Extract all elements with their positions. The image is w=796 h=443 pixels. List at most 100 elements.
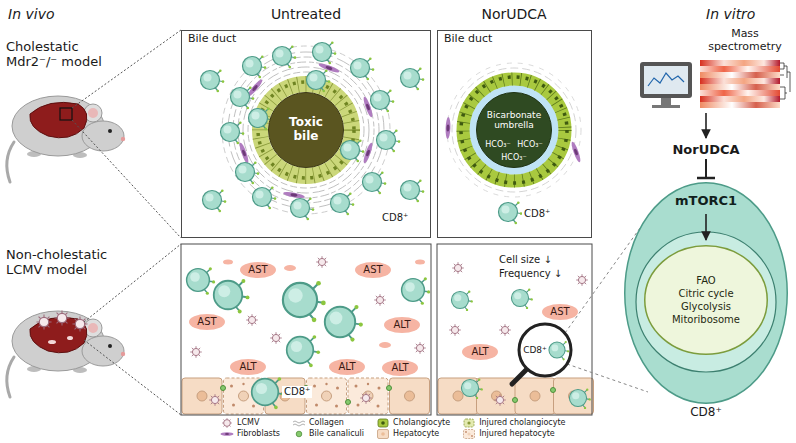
liver-injury-part [72, 316, 87, 331]
enzyme-oval-shape [355, 262, 391, 278]
bile-duct-untreated-part [331, 192, 355, 215]
mouse-cholestatic [7, 96, 125, 182]
liver-untreated-part [270, 332, 282, 344]
enzyme-oval-shape [230, 359, 266, 375]
model-label: Cholestatic Mdr2⁻/⁻ model [6, 40, 111, 70]
legend-icon-part [468, 421, 471, 424]
mass-spectrometry-icon-part [700, 102, 780, 108]
enzyme-oval-shape [462, 344, 498, 360]
activation-arrow [705, 214, 707, 240]
legend-icon-part [464, 419, 474, 427]
bile-duct-untreated [201, 41, 425, 220]
liver-untreated-part [325, 305, 363, 342]
liver-untreated-part [283, 281, 326, 322]
liver-untreated-part [374, 294, 386, 306]
liver-untreated-part [284, 265, 296, 271]
panel-border [438, 31, 592, 238]
bile-duct-untreated-part [351, 57, 375, 80]
enzyme-label: AST [550, 306, 569, 318]
enzyme-oval: AST [355, 262, 391, 278]
legend-item: Injured hepatocyte [462, 429, 565, 439]
legend-icon-part [465, 431, 467, 433]
bile-duct-untreated-part [260, 84, 352, 176]
enzyme-label: AST [363, 264, 382, 276]
liver-norudca-part [515, 378, 555, 414]
legend-icon [462, 429, 476, 439]
bile-duct-untreated-part [236, 161, 260, 184]
enzyme-label: AST [197, 316, 216, 328]
mass-spectrometry-icon-part [705, 113, 707, 138]
zoom-line [84, 340, 181, 415]
liver-untreated-part [402, 277, 431, 304]
cell-label: CD8⁺ [282, 386, 312, 398]
mass-spectrometry-icon-part [700, 84, 780, 90]
bile-duct-untreated-part [253, 186, 277, 209]
lumen-label: Toxic bile [279, 116, 333, 144]
column-heading: Untreated [271, 6, 341, 22]
legend: LCMVCollagenCholangiocyteInjured cholang… [220, 418, 566, 439]
enzyme-oval-shape [384, 317, 420, 333]
legend-icon-part [222, 418, 232, 428]
bile-duct-untreated-part [258, 82, 354, 178]
bile-duct-untreated-part [313, 41, 337, 64]
bile-duct-untreated-part [291, 197, 315, 220]
bile-duct-norudca-part [461, 77, 567, 183]
legend-icon-part [471, 435, 473, 437]
enzyme-oval-shape [240, 262, 276, 278]
legend-icon [292, 418, 306, 428]
ion-label: HCO₃⁻ [501, 153, 526, 162]
liver-untreated-part [221, 386, 226, 391]
bile-duct-norudca-part [570, 141, 582, 163]
mass-spectrometry-icon-part [700, 72, 780, 78]
ion-label: HCO₃⁻ [485, 140, 510, 149]
cd8-cell-shape [625, 183, 788, 404]
liver-norudca-part [554, 378, 594, 414]
bile-duct-untreated-part [363, 171, 387, 194]
liver-untreated-part [390, 378, 430, 414]
liver-norudca-part [494, 394, 506, 406]
effect-label: Cell size ↓ [497, 254, 554, 266]
bile-duct-untreated-part [201, 69, 225, 92]
liver-untreated-part [360, 392, 372, 404]
bile-duct-untreated-part [248, 72, 364, 188]
mass-spectrometry-icon-part [780, 63, 790, 99]
legend-icon-part [225, 433, 229, 435]
mouse-lcmv [7, 311, 125, 397]
mass-spectrometry-icon-part [700, 96, 780, 102]
liver-norudca [437, 228, 648, 415]
bile-duct-untreated-part [260, 84, 352, 176]
liver-untreated-part [182, 378, 222, 414]
enzyme-oval: AST [542, 304, 578, 320]
liver-norudca-part [511, 288, 532, 309]
panel-box: Bile ductBicarbonate umbrella [437, 30, 592, 238]
signaling-label: mTORC1 [675, 194, 737, 209]
liver-untreated-part [316, 256, 328, 268]
lumen-label: Bicarbonate umbrella [481, 110, 547, 131]
bile-duct-untreated-part [307, 69, 331, 92]
bile-duct-norudca [445, 63, 582, 224]
legend-text: Hepatocyte [393, 429, 439, 438]
mass-spectrometry-icon-part [705, 159, 707, 178]
legend-text: Injured cholangiocyte [479, 418, 565, 427]
legend-icon [376, 418, 390, 428]
legend-icon-part [468, 432, 471, 435]
liver-norudca-part [567, 364, 648, 392]
legend-item: Hepatocyte [376, 429, 450, 439]
column-heading: NorUDCA [481, 6, 546, 22]
zoom-line [72, 30, 181, 108]
enzyme-oval: AST [189, 314, 225, 330]
liver-injury-part [48, 340, 56, 344]
liver-norudca-part [576, 274, 588, 286]
legend-text: Fibroblasts [237, 429, 280, 438]
bile-duct-untreated-part [371, 89, 395, 112]
legend-icon-part [221, 432, 234, 436]
legend-item: Fibroblasts [220, 429, 280, 439]
enzyme-oval-shape [382, 360, 418, 376]
pathway-label: Glycolysis [681, 300, 731, 313]
legend-icon [292, 429, 306, 439]
bile-duct-untreated-part [238, 142, 250, 164]
liver-norudca-part [461, 378, 482, 399]
liver-untreated-part [214, 279, 250, 313]
liver-untreated-part [415, 260, 425, 265]
legend-icon [462, 418, 476, 428]
